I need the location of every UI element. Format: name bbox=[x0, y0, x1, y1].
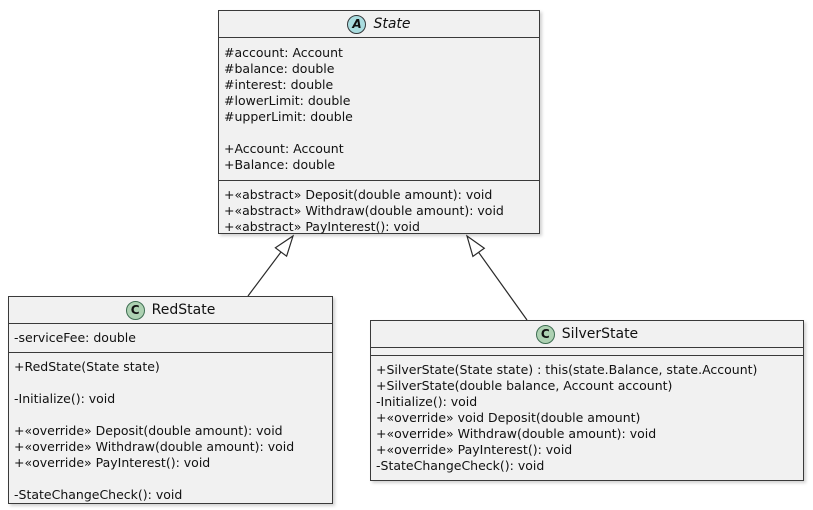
attribute-row: #account: Account bbox=[224, 45, 343, 60]
class-name-silverstate: SilverState bbox=[561, 326, 639, 342]
method-row: +«override» Deposit(double amount): void bbox=[14, 423, 283, 438]
attribute-row: #balance: double bbox=[224, 61, 335, 76]
methods-section-state: +«abstract» Deposit(double amount): void… bbox=[219, 181, 539, 241]
attribute-row-blank bbox=[224, 125, 534, 141]
method-row: +«abstract» Withdraw(double amount): voi… bbox=[224, 203, 504, 218]
method-row: +«override» Withdraw(double amount): voi… bbox=[14, 439, 295, 454]
methods-section-silverstate: +SilverState(State state) : this(state.B… bbox=[371, 356, 803, 480]
attributes-section-redstate: -serviceFee: double bbox=[9, 324, 332, 353]
method-row: -Initialize(): void bbox=[376, 394, 478, 409]
method-row: +«override» PayInterest(): void bbox=[376, 442, 573, 457]
method-row: +RedState(State state) bbox=[14, 359, 160, 374]
concrete-class-icon: C bbox=[125, 300, 145, 320]
method-row-blank bbox=[14, 407, 327, 423]
abstract-class-icon: A bbox=[347, 14, 367, 34]
method-row: +«override» Withdraw(double amount): voi… bbox=[376, 426, 657, 441]
method-row-blank bbox=[14, 471, 327, 487]
attribute-row: +Account: Account bbox=[224, 141, 344, 156]
class-name-state: State bbox=[373, 16, 411, 32]
method-row: +«abstract» Deposit(double amount): void bbox=[224, 187, 493, 202]
method-row-blank bbox=[14, 375, 327, 391]
method-row: +SilverState(double balance, Account acc… bbox=[376, 378, 673, 393]
method-row: +«override» void Deposit(double amount) bbox=[376, 410, 641, 425]
class-header-redstate: C RedState bbox=[9, 297, 332, 324]
attributes-section-state: #account: Account #balance: double #inte… bbox=[219, 38, 539, 181]
class-header-state: A State bbox=[219, 11, 539, 38]
inheritance-arrow-redstate-to-state bbox=[247, 234, 295, 297]
class-box-redstate: C RedState -serviceFee: double +RedState… bbox=[8, 296, 333, 504]
inheritance-arrow-silverstate-to-state bbox=[465, 234, 528, 321]
attribute-row: -serviceFee: double bbox=[14, 330, 136, 345]
class-box-state: A State #account: Account #balance: doub… bbox=[218, 10, 540, 234]
attribute-row: #interest: double bbox=[224, 77, 334, 92]
concrete-class-icon: C bbox=[535, 324, 555, 344]
class-box-silverstate: C SilverState +SilverState(State state) … bbox=[370, 320, 804, 481]
attributes-section-silverstate-empty bbox=[371, 348, 803, 356]
methods-section-redstate: +RedState(State state) -Initialize(): vo… bbox=[9, 353, 332, 509]
attribute-row: #upperLimit: double bbox=[224, 109, 353, 124]
attribute-row: #lowerLimit: double bbox=[224, 93, 351, 108]
method-row: -StateChangeCheck(): void bbox=[376, 458, 545, 473]
method-row: -StateChangeCheck(): void bbox=[14, 487, 183, 502]
method-row: -Initialize(): void bbox=[14, 391, 116, 406]
class-name-redstate: RedState bbox=[151, 302, 216, 318]
method-row: +«abstract» PayInterest(): void bbox=[224, 219, 420, 234]
method-row: +«override» PayInterest(): void bbox=[14, 455, 211, 470]
class-header-silverstate: C SilverState bbox=[371, 321, 803, 348]
attribute-row: +Balance: double bbox=[224, 157, 336, 172]
method-row: +SilverState(State state) : this(state.B… bbox=[376, 362, 758, 377]
